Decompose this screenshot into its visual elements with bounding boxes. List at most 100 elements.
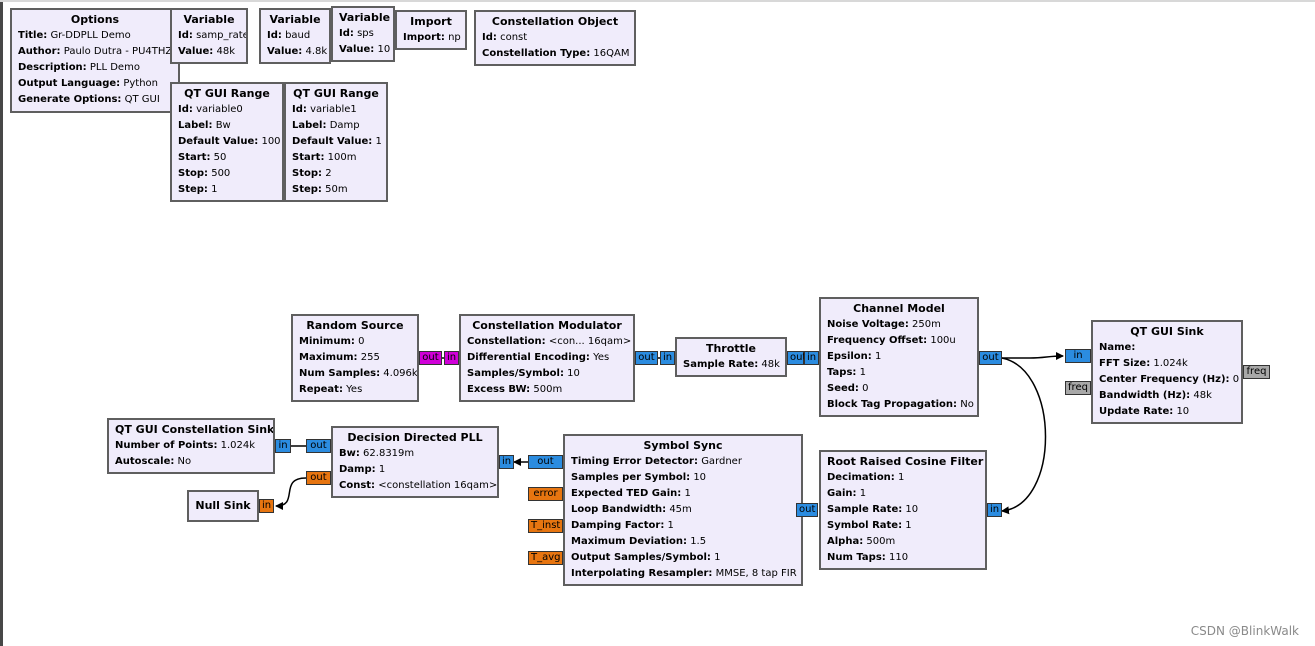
symsync-error-port[interactable]: error [528, 487, 563, 501]
gui-sink-freq-out-port[interactable]: freq [1243, 365, 1270, 379]
const-mod-in-port[interactable]: in [444, 351, 459, 365]
gui-sink-freq-in-port[interactable]: freq [1065, 381, 1091, 395]
param-value: 0 [1232, 374, 1240, 385]
null-sink-block[interactable]: Null Sink [187, 490, 259, 522]
block-param: Differential Encoding: Yes [467, 350, 627, 366]
options-block[interactable]: Options Title: Gr-DDPLL Demo Author: Pau… [10, 8, 180, 113]
root-raised-cosine-filter-block[interactable]: Root Raised Cosine Filter Decimation: 1 … [819, 450, 987, 570]
block-param: Damp: 1 [339, 462, 491, 478]
param-value: Gardner [701, 456, 742, 467]
param-key: Id: [292, 104, 307, 115]
block-param: Value: 48k [178, 44, 240, 60]
param-key: Constellation: [467, 336, 546, 347]
block-title: Decision Directed PLL [347, 431, 483, 444]
qt-gui-range-damp-block[interactable]: QT GUI Range Id: variable1 Label: Damp D… [284, 82, 388, 202]
const-mod-out-port[interactable]: out [635, 351, 658, 365]
symsync-in-port[interactable]: out [796, 503, 818, 517]
param-value: 1 [905, 520, 912, 531]
block-param: Author: Paulo Dutra - PU4THZ [18, 44, 172, 60]
block-title: QT GUI Constellation Sink [115, 423, 275, 436]
block-param: Const: <constellation 16qam> [339, 478, 497, 494]
block-param: Start: 50 [178, 150, 276, 166]
param-key: FFT Size: [1099, 358, 1151, 369]
block-param: Update Rate: 10 [1099, 404, 1235, 420]
import-block[interactable]: Import Import: np [395, 10, 467, 50]
block-param: Loop Bandwidth: 45m [571, 502, 795, 518]
qt-gui-sink-block[interactable]: QT GUI Sink Name: FFT Size: 1.024k Cente… [1091, 320, 1243, 424]
param-key: Decimation: [827, 472, 895, 483]
wire-ddpll-to-nullsink[interactable] [275, 477, 307, 510]
param-value: 10 [693, 472, 707, 483]
block-param: Frequency Offset: 100u [827, 333, 971, 349]
block-param: Bw: 62.8319m [339, 446, 491, 462]
gui-sink-in-port[interactable]: in [1065, 349, 1091, 363]
rrc-in-port[interactable]: in [987, 503, 1002, 517]
symsync-t-avg-port[interactable]: T_avg [528, 551, 563, 565]
canvas-left-edge [0, 0, 3, 646]
param-value: Yes [346, 384, 363, 395]
param-key: Author: [18, 46, 61, 57]
block-param: Label: Bw [178, 118, 276, 134]
symsync-t-inst-port[interactable]: T_inst [528, 519, 563, 533]
block-param: Id: variable1 [292, 102, 380, 118]
block-param: Default Value: 100 [178, 134, 281, 150]
param-value: 100m [327, 152, 357, 163]
block-title: Variable [183, 13, 235, 26]
ddpll-in-port[interactable]: in [499, 455, 514, 469]
param-key: Differential Encoding: [467, 352, 590, 363]
block-param: Damping Factor: 1 [571, 518, 795, 534]
decision-directed-pll-block[interactable]: Decision Directed PLL Bw: 62.8319m Damp:… [331, 426, 499, 498]
symsync-out-port[interactable]: out [528, 455, 563, 469]
wire-channel-to-rrc[interactable] [1001, 357, 1047, 515]
param-key: Bw: [339, 448, 360, 459]
channel-model-block[interactable]: Channel Model Noise Voltage: 250m Freque… [819, 297, 979, 417]
param-key: Default Value: [292, 136, 373, 147]
channel-model-in-port[interactable]: in [804, 351, 819, 365]
ddpll-out-port[interactable]: out [306, 439, 331, 453]
block-param: Gain: 1 [827, 486, 979, 502]
throttle-block[interactable]: Throttle Sample Rate: 48k [675, 337, 787, 377]
block-param: Timing Error Detector: Gardner [571, 454, 795, 470]
qt-gui-range-bw-block[interactable]: QT GUI Range Id: variable0 Label: Bw Def… [170, 82, 284, 202]
ddpll-error-out-port[interactable]: out [306, 471, 331, 485]
variable-samp-rate-block[interactable]: Variable Id: samp_rate Value: 48k [170, 8, 248, 64]
random-source-block[interactable]: Random Source Minimum: 0 Maximum: 255 Nu… [291, 314, 419, 402]
param-value: 250m [912, 319, 941, 330]
throttle-out-port[interactable]: out [787, 351, 806, 365]
param-value: np [448, 32, 461, 43]
block-param: Label: Damp [292, 118, 380, 134]
watermark: CSDN @BlinkWalk [1190, 624, 1299, 638]
block-title: Null Sink [195, 499, 251, 512]
block-param: Epsilon: 1 [827, 349, 971, 365]
param-key: Label: [292, 120, 327, 131]
channel-model-out-port[interactable]: out [979, 351, 1002, 365]
constellation-sink-in-port[interactable]: in [275, 439, 291, 453]
variable-baud-block[interactable]: Variable Id: baud Value: 4.8k [259, 8, 331, 64]
block-param: Id: variable0 [178, 102, 276, 118]
block-param: Sample Rate: 10 [827, 502, 979, 518]
block-param: Stop: 500 [178, 166, 276, 182]
param-key: Frequency Offset: [827, 335, 928, 346]
param-key: Damp: [339, 464, 376, 475]
param-value: samp_rate [196, 30, 248, 41]
param-key: Description: [18, 62, 87, 73]
throttle-in-port[interactable]: in [660, 351, 675, 365]
block-param: Start: 100m [292, 150, 380, 166]
constellation-object-block[interactable]: Constellation Object Id: const Constella… [474, 10, 636, 66]
constellation-modulator-block[interactable]: Constellation Modulator Constellation: <… [459, 314, 635, 402]
block-title: Variable [269, 13, 321, 26]
symbol-sync-block[interactable]: Symbol Sync Timing Error Detector: Gardn… [563, 434, 803, 586]
wire-channel-to-guisink[interactable] [1002, 352, 1064, 361]
constellation-sink-block[interactable]: QT GUI Constellation Sink Number of Poin… [107, 418, 275, 474]
variable-sps-block[interactable]: Variable Id: sps Value: 10 [331, 6, 395, 62]
param-key: Bandwidth (Hz): [1099, 390, 1191, 401]
param-value: variable1 [310, 104, 357, 115]
random-source-out-port[interactable]: out [419, 351, 442, 365]
param-key: Epsilon: [827, 351, 872, 362]
param-key: Title: [18, 30, 48, 41]
param-key: Start: [292, 152, 325, 163]
null-sink-in-port[interactable]: in [259, 499, 274, 513]
block-param: Value: 10 [339, 42, 390, 58]
param-key: Value: [339, 44, 375, 55]
param-value: No [960, 399, 974, 410]
